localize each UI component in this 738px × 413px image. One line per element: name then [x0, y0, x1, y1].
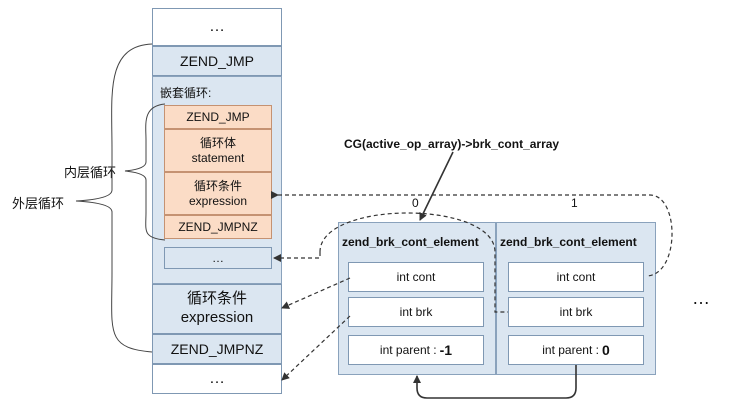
- inner-loop-brace: [124, 103, 166, 241]
- element-0-bracket-arrow: [273, 252, 321, 262]
- index-1-label: 1: [571, 196, 578, 210]
- outer-loop-condition: 循环条件 expression: [152, 284, 282, 334]
- inner-loop-body: 循环体 statement: [164, 129, 272, 172]
- inner-zend-jmp: ZEND_JMP: [164, 105, 272, 129]
- element-0-parent-label: int parent :: [379, 343, 437, 357]
- element-1-parent-label: int parent :: [542, 343, 599, 357]
- element-0-brk: int brk: [348, 297, 484, 327]
- inner-body-line1: 循环体: [199, 135, 236, 150]
- inner-zend-jmpnz: ZEND_JMPNZ: [164, 215, 272, 239]
- outer-zend-jmpnz: ZEND_JMPNZ: [152, 334, 282, 364]
- element-0-parent-value: -1: [439, 342, 453, 358]
- nested-loop-label: 嵌套循环:: [160, 86, 212, 100]
- element-0-parent: int parent : -1: [348, 335, 484, 365]
- right-ellipsis: …: [692, 288, 710, 308]
- array-pointer-arrow: [419, 151, 454, 221]
- opcode-bottom-ellipsis: …: [152, 364, 282, 394]
- opcode-zend-jmp: ZEND_JMP: [152, 46, 282, 76]
- opcode-top-ellipsis: …: [152, 8, 282, 46]
- inner-loop-condition: 循环条件 expression: [164, 172, 272, 215]
- outer-loop-label: 外层循环: [12, 196, 65, 211]
- outer-cond-line2: expression: [180, 309, 254, 326]
- index-0-label: 0: [412, 196, 419, 210]
- element-0-brk-arrow: [281, 315, 351, 381]
- element-1-cont: int cont: [508, 262, 644, 292]
- element-0-cont-arrow: [281, 277, 351, 309]
- element-1-parent-value: 0: [601, 342, 610, 358]
- index-1-bracket: [271, 191, 673, 277]
- element-1-title: zend_brk_cont_element: [500, 235, 637, 249]
- inner-cond-line1: 循环条件: [193, 178, 242, 193]
- element-0-title: zend_brk_cont_element: [342, 235, 479, 249]
- index-0-bracket: [319, 212, 508, 313]
- inner-loop-label: 内层循环: [64, 165, 117, 180]
- element-1-parent: int parent : 0: [508, 335, 644, 365]
- outer-cond-line1: 循环条件: [186, 290, 247, 308]
- inner-body-line2: statement: [191, 150, 245, 165]
- element-0-cont: int cont: [348, 262, 484, 292]
- inner-ellipsis: …: [164, 247, 272, 269]
- brk-cont-array-label: CG(active_op_array)->brk_cont_array: [344, 137, 560, 151]
- outer-loop-brace: [75, 43, 153, 353]
- parent-link-arrow: [413, 365, 577, 399]
- inner-cond-line2: expression: [188, 193, 248, 208]
- element-1-brk: int brk: [508, 297, 644, 327]
